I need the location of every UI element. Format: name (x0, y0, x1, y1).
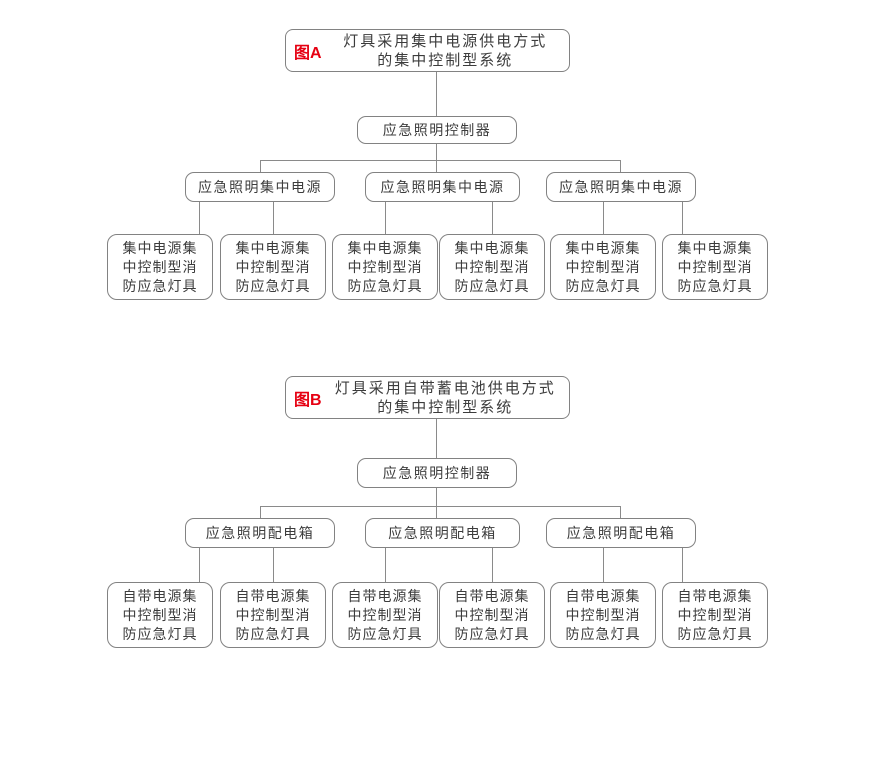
power-source-box-a1: 应急照明集中电源 (185, 172, 335, 202)
lamp-b4-line3: 防应急灯具 (454, 625, 530, 642)
lamp-b1-line3: 防应急灯具 (122, 625, 198, 642)
connector-drop-left-a (260, 160, 261, 172)
lamp-b5-line1: 自带电源集 (565, 587, 641, 604)
distribution-box-b1: 应急照明配电箱 (185, 518, 335, 548)
controller-label-b: 应急照明控制器 (382, 465, 492, 481)
diagram-a-title-line1: 灯具采用集中电源供电方式 (343, 32, 548, 50)
diagram-b-tag-label: 图B (294, 391, 322, 409)
diagram-b-title-box: 图B 灯具采用自带蓄电池供电方式 的集中控制型系统 (285, 376, 570, 419)
lamp-a6-line3: 防应急灯具 (677, 277, 753, 294)
connector-leaf-b2 (273, 548, 274, 582)
lamp-b4-line2: 中控制型消 (454, 606, 530, 623)
diagram-a-tag-label: 图A (294, 44, 322, 62)
lamp-a2-line3: 防应急灯具 (235, 277, 311, 294)
connector-title-to-controller-b (436, 419, 437, 458)
diagram-b-title-text: 灯具采用自带蓄电池供电方式 的集中控制型系统 (330, 379, 561, 417)
lamp-b1-line1: 自带电源集 (122, 587, 198, 604)
power-source-box-a2: 应急照明集中电源 (365, 172, 520, 202)
lamp-b3-line1: 自带电源集 (347, 587, 423, 604)
lamp-a1-line3: 防应急灯具 (122, 277, 198, 294)
controller-box-b: 应急照明控制器 (357, 458, 517, 488)
lamp-b2-line1: 自带电源集 (235, 587, 311, 604)
connector-leaf-a2 (273, 202, 274, 234)
lamp-box-b3: 自带电源集 中控制型消 防应急灯具 (332, 582, 438, 648)
lamp-a5-line1: 集中电源集 (565, 239, 641, 256)
lamp-a5-line2: 中控制型消 (565, 258, 641, 275)
lamp-a3-line3: 防应急灯具 (347, 277, 423, 294)
connector-leaf-b1 (199, 548, 200, 582)
lamp-a1-line1: 集中电源集 (122, 239, 198, 256)
distribution-label-b2: 应急照明配电箱 (388, 525, 497, 541)
power-source-box-a3: 应急照明集中电源 (546, 172, 696, 202)
distribution-label-b1: 应急照明配电箱 (205, 525, 315, 541)
lamp-box-a3: 集中电源集 中控制型消 防应急灯具 (332, 234, 438, 300)
lamp-b4-line1: 自带电源集 (454, 587, 530, 604)
lamp-a3-line1: 集中电源集 (347, 239, 423, 256)
connector-controller-stub-a (436, 144, 437, 172)
lamp-b3-line2: 中控制型消 (347, 606, 423, 623)
lamp-a4-line2: 中控制型消 (454, 258, 530, 275)
lamp-box-b2: 自带电源集 中控制型消 防应急灯具 (220, 582, 326, 648)
connector-leaf-b6 (682, 548, 683, 582)
lamp-box-a5: 集中电源集 中控制型消 防应急灯具 (550, 234, 656, 300)
connector-leaf-a6 (682, 202, 683, 234)
lamp-box-b5: 自带电源集 中控制型消 防应急灯具 (550, 582, 656, 648)
lamp-a2-line1: 集中电源集 (235, 239, 311, 256)
lamp-box-a2: 集中电源集 中控制型消 防应急灯具 (220, 234, 326, 300)
connector-drop-right-b (620, 506, 621, 518)
connector-leaf-a1 (199, 202, 200, 234)
connector-drop-right-a (620, 160, 621, 172)
lamp-a5-line3: 防应急灯具 (565, 277, 641, 294)
lamp-a4-line3: 防应急灯具 (454, 277, 530, 294)
power-source-label-a1: 应急照明集中电源 (198, 179, 322, 195)
lamp-b6-line3: 防应急灯具 (677, 625, 753, 642)
lamp-b5-line2: 中控制型消 (565, 606, 641, 623)
lamp-b2-line2: 中控制型消 (235, 606, 311, 623)
connector-leaf-a3 (385, 202, 386, 234)
diagram-a-title-line2: 的集中控制型系统 (377, 51, 514, 69)
lamp-b2-line3: 防应急灯具 (235, 625, 311, 642)
connector-leaf-b5 (603, 548, 604, 582)
diagram-a-title-text: 灯具采用集中电源供电方式 的集中控制型系统 (330, 32, 561, 70)
power-source-label-a2: 应急照明集中电源 (380, 179, 505, 195)
lamp-box-a4: 集中电源集 中控制型消 防应急灯具 (439, 234, 545, 300)
connector-drop-left-b (260, 506, 261, 518)
lamp-a4-line1: 集中电源集 (454, 239, 530, 256)
lamp-box-a6: 集中电源集 中控制型消 防应急灯具 (662, 234, 768, 300)
distribution-label-b3: 应急照明配电箱 (566, 525, 676, 541)
diagram-b-title-line2: 的集中控制型系统 (377, 398, 514, 416)
distribution-box-b3: 应急照明配电箱 (546, 518, 696, 548)
diagram-b-title-line1: 灯具采用自带蓄电池供电方式 (334, 379, 556, 397)
lamp-b6-line2: 中控制型消 (677, 606, 753, 623)
power-source-label-a3: 应急照明集中电源 (559, 179, 683, 195)
connector-title-to-controller-a (436, 72, 437, 116)
lamp-b6-line1: 自带电源集 (677, 587, 753, 604)
lamp-b1-line2: 中控制型消 (122, 606, 198, 623)
controller-label-a: 应急照明控制器 (382, 122, 492, 138)
connector-controller-stub-b (436, 488, 437, 518)
lamp-b3-line3: 防应急灯具 (347, 625, 423, 642)
connector-leaf-b3 (385, 548, 386, 582)
lamp-a2-line2: 中控制型消 (235, 258, 311, 275)
controller-box-a: 应急照明控制器 (357, 116, 517, 144)
distribution-box-b2: 应急照明配电箱 (365, 518, 520, 548)
lamp-box-a1: 集中电源集 中控制型消 防应急灯具 (107, 234, 213, 300)
connector-leaf-a4 (492, 202, 493, 234)
connector-leaf-a5 (603, 202, 604, 234)
lamp-b5-line3: 防应急灯具 (565, 625, 641, 642)
lamp-box-b6: 自带电源集 中控制型消 防应急灯具 (662, 582, 768, 648)
connector-horizontal-bar-b (260, 506, 621, 507)
lamp-box-b1: 自带电源集 中控制型消 防应急灯具 (107, 582, 213, 648)
lamp-a3-line2: 中控制型消 (347, 258, 423, 275)
lamp-a1-line2: 中控制型消 (122, 258, 198, 275)
lamp-a6-line2: 中控制型消 (677, 258, 753, 275)
connector-leaf-b4 (492, 548, 493, 582)
connector-horizontal-bar-a (260, 160, 621, 161)
lamp-a6-line1: 集中电源集 (677, 239, 753, 256)
diagram-a-title-box: 图A 灯具采用集中电源供电方式 的集中控制型系统 (285, 29, 570, 72)
lamp-box-b4: 自带电源集 中控制型消 防应急灯具 (439, 582, 545, 648)
